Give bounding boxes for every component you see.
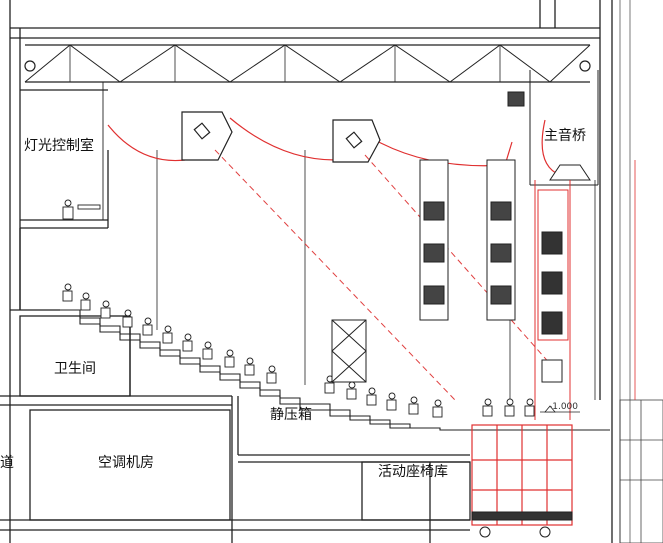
- plenum-tower: [331, 319, 367, 383]
- label-movable-seat-storage: 活动座椅库: [378, 464, 448, 480]
- stage-equipment: [619, 160, 663, 543]
- speaker-bridge: [507, 70, 599, 186]
- building-structure: [0, 0, 631, 543]
- label-level-mark: -1.000: [549, 402, 579, 412]
- label-plenum-box: 静压箱: [270, 407, 312, 423]
- label-corridor-partial: 道: [0, 455, 14, 471]
- level-marker: [540, 405, 580, 413]
- audience-figures: [62, 199, 535, 418]
- label-lighting-control-room: 灯光控制室: [24, 138, 94, 154]
- projection-lines: [214, 149, 561, 401]
- seat-storage-base: [471, 511, 573, 538]
- roof-truss: [24, 44, 591, 83]
- label-restroom: 卫生间: [54, 361, 96, 377]
- speaker-arrays: [419, 159, 569, 383]
- seating-rake: [60, 309, 610, 431]
- label-main-speaker-bridge: 主音桥: [544, 128, 586, 144]
- ceiling-fixtures: [181, 111, 381, 163]
- movable-seat-frame: [471, 424, 573, 526]
- stage-red-lines: [534, 180, 571, 420]
- label-hvac-room: 空调机房: [98, 455, 154, 471]
